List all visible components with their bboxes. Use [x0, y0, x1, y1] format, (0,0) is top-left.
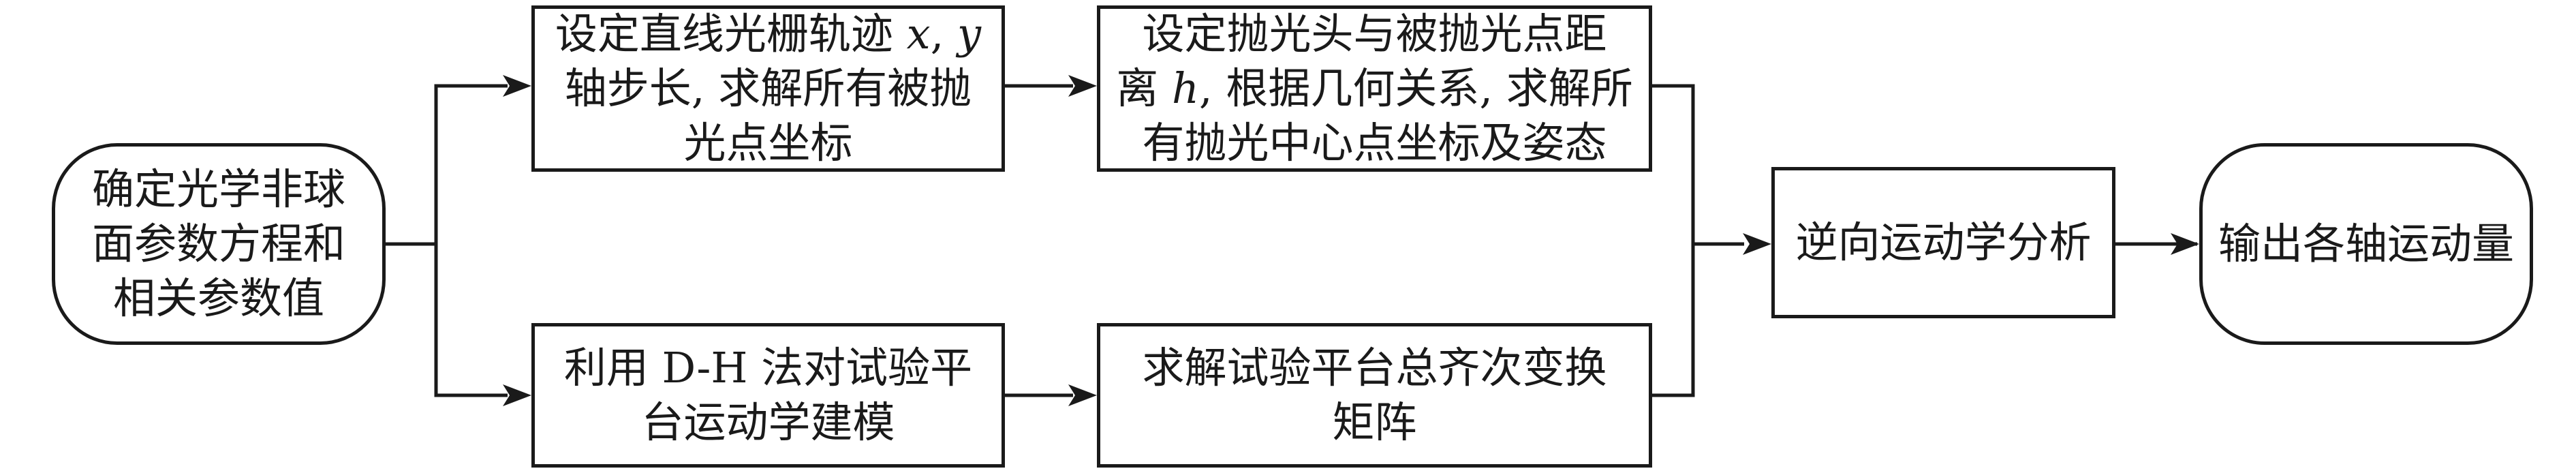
- node-dh-model: 利用 D-H 法对试验平台运动学建模: [531, 323, 1005, 468]
- arrowhead-icon: [503, 75, 531, 97]
- node-label-line: 有抛光中心点坐标及姿态: [1142, 118, 1607, 168]
- node-output: 输出各轴运动量: [2199, 143, 2533, 345]
- arrowhead-icon: [2171, 233, 2199, 255]
- node-label-line: 离 h, 根据几何关系, 求解所: [1116, 63, 1633, 113]
- arrowhead-icon: [1068, 384, 1097, 406]
- node-inverse-kinematics-label: 逆向运动学分析: [1775, 215, 2112, 270]
- node-polish-pose: 设定抛光头与被抛光点距离 h, 根据几何关系, 求解所有抛光中心点坐标及姿态: [1097, 5, 1652, 172]
- arrowhead-icon: [1743, 233, 1771, 255]
- node-label-line: 台运动学建模: [641, 397, 895, 447]
- arrowhead-icon: [503, 384, 531, 406]
- node-transform-matrix-label: 求解试验平台总齐次变换矩阵: [1100, 341, 1649, 450]
- node-label-line: 矩阵: [1332, 397, 1417, 447]
- node-inverse-kinematics: 逆向运动学分析: [1771, 167, 2115, 318]
- node-dh-model-label: 利用 D-H 法对试验平台运动学建模: [535, 341, 1002, 450]
- node-label-line: 确定光学非球: [91, 164, 345, 214]
- node-transform-matrix: 求解试验平台总齐次变换矩阵: [1097, 323, 1652, 468]
- node-label-line: 逆向运动学分析: [1795, 217, 2092, 267]
- node-label-line: 求解试验平台总齐次变换: [1142, 343, 1607, 393]
- node-label-line: 设定直线光栅轨迹 x, y: [555, 9, 982, 59]
- connector-pose-merge: [1652, 84, 1744, 246]
- node-output-label: 输出各轴运动量: [2203, 217, 2530, 271]
- node-label-line: 设定抛光头与被抛光点距: [1142, 9, 1607, 59]
- node-label-line: 输出各轴运动量: [2218, 219, 2514, 269]
- node-label-line: 轴步长, 求解所有被抛: [564, 63, 972, 113]
- node-start-label: 确定光学非球面参数方程和相关参数值: [55, 162, 382, 326]
- node-polish-pose-label: 设定抛光头与被抛光点距离 h, 根据几何关系, 求解所有抛光中心点坐标及姿态: [1100, 7, 1649, 170]
- connector-split-lower: [434, 244, 508, 397]
- connector-start-split: [386, 84, 508, 246]
- node-label-line: 面参数方程和: [91, 219, 345, 269]
- node-label-line: 相关参数值: [112, 273, 324, 323]
- arrowhead-icon: [1068, 75, 1097, 97]
- node-label-line: 利用 D-H 法对试验平: [563, 343, 973, 393]
- connector-matrix-merge: [1652, 244, 1695, 397]
- node-start: 确定光学非球面参数方程和相关参数值: [52, 143, 386, 345]
- node-label-line: 光点坐标: [683, 118, 853, 168]
